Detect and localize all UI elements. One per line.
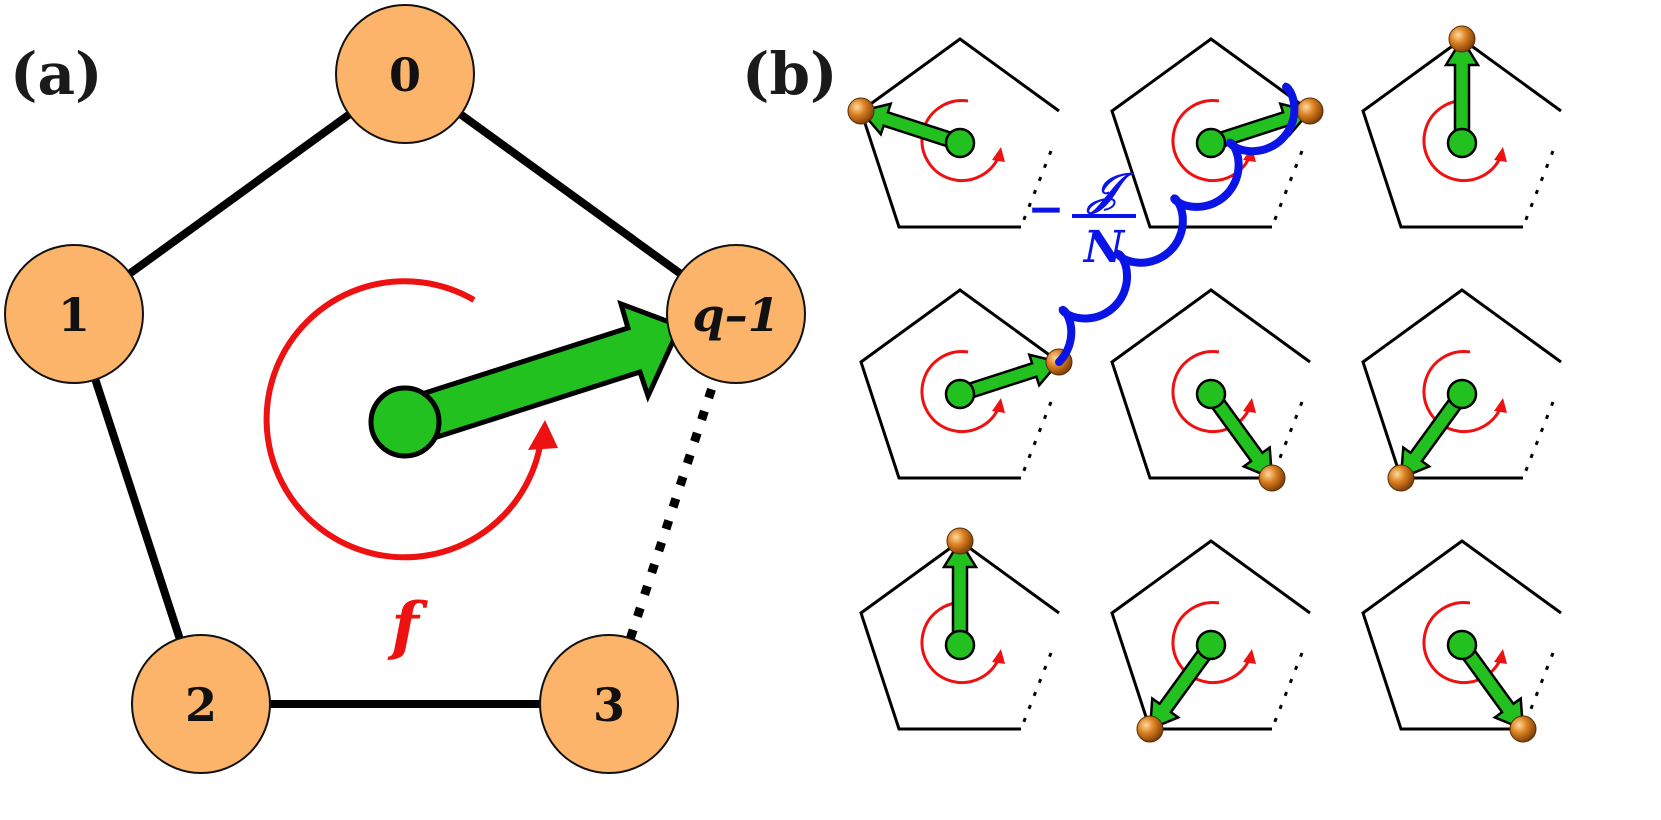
pentagon-edges	[1110, 539, 1311, 731]
pentagon-edges	[859, 288, 1060, 480]
node-2-label: 2	[185, 678, 217, 732]
state-ball	[1296, 97, 1324, 125]
pentagon-dotted-edge	[1521, 401, 1555, 479]
pointer-hub	[1446, 629, 1478, 661]
node-1-label: 1	[58, 288, 90, 342]
pointer-hub	[1195, 378, 1227, 410]
cell-2-0	[859, 527, 1060, 731]
state-ball	[1509, 715, 1537, 743]
green-arrow-icon	[1443, 36, 1481, 145]
pentagon-grid	[847, 25, 1562, 743]
circular-arrow-head-icon	[992, 147, 1005, 162]
pentagon-dotted-edge	[1270, 652, 1304, 730]
drive-label: f	[387, 589, 428, 664]
coupling: − 𝒥 N	[1028, 82, 1299, 366]
green-arrow-icon	[396, 299, 684, 449]
panel-b: (b) − 𝒥 N	[742, 25, 1562, 743]
circular-arrow-head-icon	[1243, 398, 1256, 413]
pointer-hub	[1195, 629, 1227, 661]
circular-arrow-icon	[1422, 99, 1504, 183]
panel-a: (a) f 0 1	[4, 4, 806, 774]
circular-arrow-icon	[263, 278, 545, 561]
pentagon-edges	[859, 539, 1060, 731]
circular-arrow-head-icon	[1494, 649, 1507, 664]
circular-arrow-head-icon	[992, 649, 1005, 664]
cell-1-1	[1110, 288, 1311, 492]
cell-0-2	[1361, 25, 1562, 229]
circular-arrow-head-icon	[992, 398, 1005, 413]
pentagon-edges	[1110, 288, 1311, 480]
circular-arrow-head-icon	[528, 420, 558, 450]
circular-arrow-icon	[920, 99, 1002, 183]
cell-2-2	[1361, 539, 1562, 743]
pentagon-edges	[1110, 37, 1311, 229]
circular-arrow-icon	[1422, 350, 1504, 434]
pentagon-dotted-edge	[1019, 401, 1053, 479]
cell-1-0	[859, 288, 1073, 480]
pointer-hub	[1446, 127, 1478, 159]
circular-arrow-head-icon	[1494, 398, 1507, 413]
circular-arrow-head-icon	[1243, 649, 1256, 664]
state-ball	[1387, 464, 1415, 492]
coupling-sign: −	[1028, 184, 1065, 235]
green-arrow-icon	[941, 538, 979, 647]
pointer-hub	[944, 378, 976, 410]
node-1: 1	[4, 244, 144, 384]
panel-b-label: (b)	[742, 40, 837, 108]
state-ball	[1136, 715, 1164, 743]
cell-1-2	[1361, 288, 1562, 492]
pointer-hub	[1195, 127, 1227, 159]
node-3: 3	[539, 634, 679, 774]
node-0-label: 0	[389, 48, 421, 102]
state-ball	[1258, 464, 1286, 492]
node-0: 0	[335, 4, 475, 144]
cell-2-1	[1110, 539, 1311, 743]
pointer-hub	[1446, 378, 1478, 410]
state-ball	[847, 97, 875, 125]
node-q-1: q–1	[666, 244, 806, 384]
circular-arrow-icon	[920, 601, 1002, 685]
pentagon-edges	[1361, 539, 1562, 731]
state-pointer	[368, 299, 684, 459]
node-q-1-label: q–1	[692, 288, 779, 342]
pentagon-dotted-edge	[1521, 150, 1555, 228]
pointer-hub	[368, 385, 442, 459]
rotation-drive: f	[263, 278, 558, 664]
spring-coil-icon	[1055, 82, 1299, 366]
state-ball	[946, 527, 974, 555]
pointer-hub	[944, 629, 976, 661]
circular-arrow-head-icon	[1494, 147, 1507, 162]
state-ball	[1448, 25, 1476, 53]
circular-arrow-icon	[1171, 601, 1253, 685]
cell-0-1	[1110, 37, 1324, 229]
circular-arrow-icon	[920, 350, 1002, 434]
coupling-denominator: N	[1082, 222, 1126, 273]
coupling-numerator: 𝒥	[1086, 164, 1135, 215]
node-2: 2	[131, 634, 271, 774]
node-3-label: 3	[593, 678, 625, 732]
pentagon-edges	[1361, 288, 1562, 480]
cell-0-0	[847, 37, 1060, 229]
pointer-hub	[944, 127, 976, 159]
panel-a-label: (a)	[10, 40, 102, 108]
pentagon-dotted-edge	[1270, 150, 1304, 228]
ring-nodes: 0 1 2 3 q–1	[4, 4, 806, 774]
pentagon-edges	[1361, 37, 1562, 229]
pentagon-dotted-edge	[1019, 652, 1053, 730]
